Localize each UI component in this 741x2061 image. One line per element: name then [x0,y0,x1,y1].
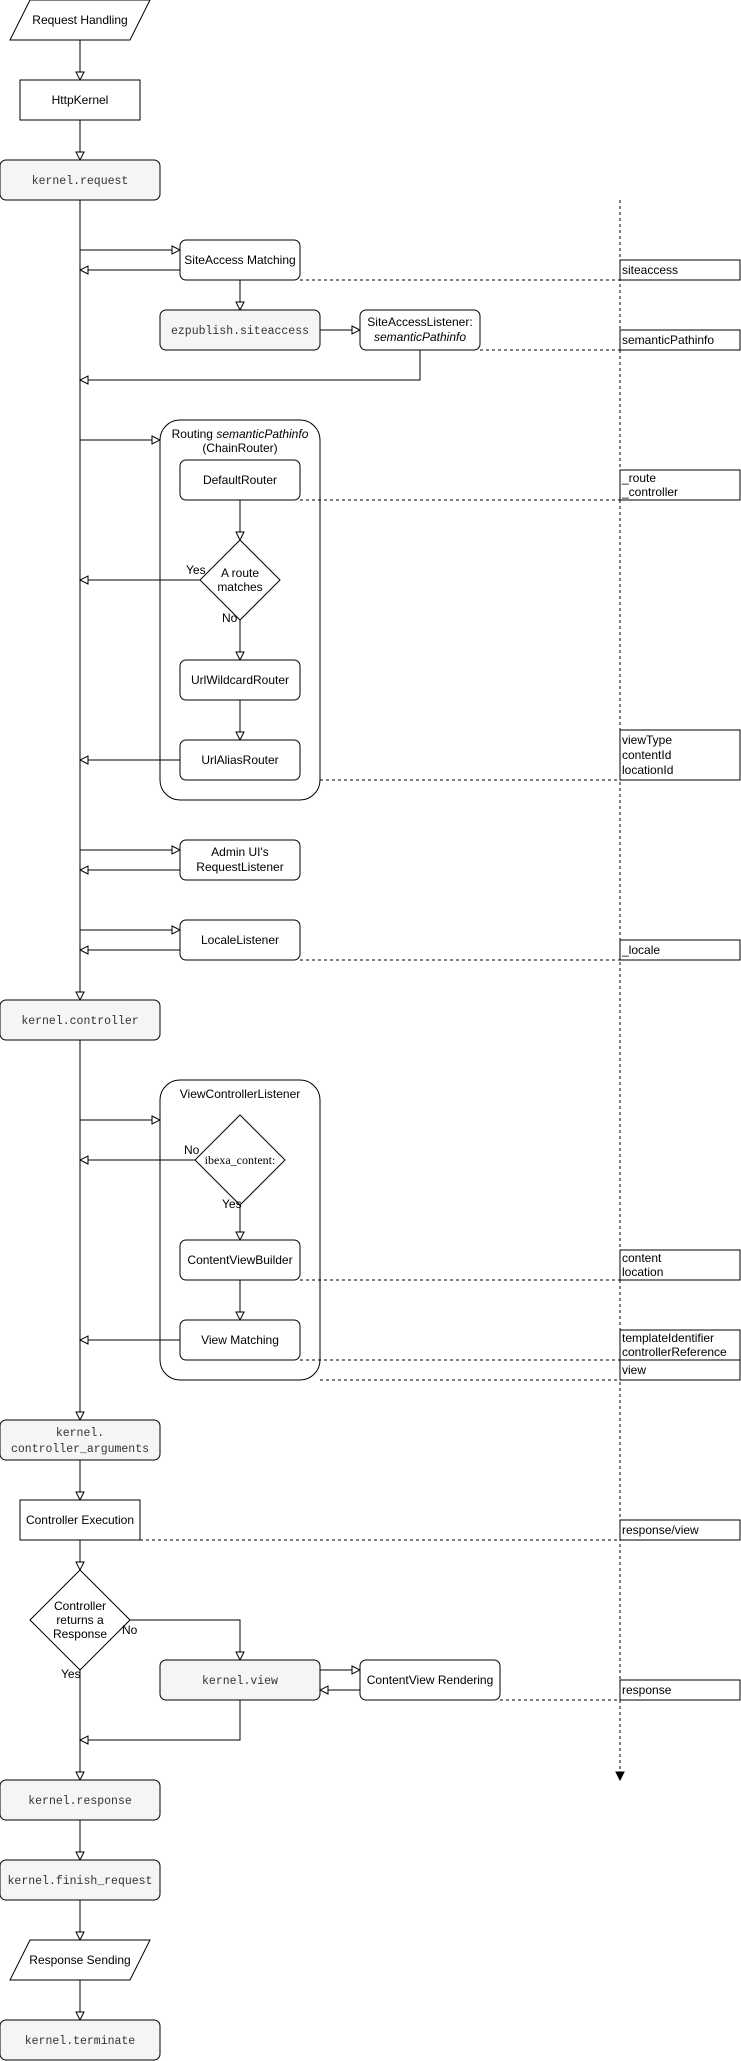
kernel-finish-request-event: kernel.finish_request [0,1859,161,1901]
svg-text:_route: _route [621,471,656,485]
url-wildcard-router-node: UrlWildcardRouter [179,659,301,701]
view-controller-listener-group [159,1079,321,1381]
ibexa-yes-label: Yes [222,1197,242,1211]
svg-text:ezpublish.siteaccess: ezpublish.siteaccess [171,325,309,338]
svg-text:Request Handling: Request Handling [32,13,127,27]
kernel-response-event: kernel.response [0,1779,161,1821]
svg-text:LocaleListener: LocaleListener [201,933,279,947]
svg-text:controllerReference: controllerReference [622,1345,727,1359]
kernel-controller-arguments-event: kernel. controller_arguments [0,1419,161,1461]
url-alias-router-node: UrlAliasRouter [179,739,301,781]
attribute-view-type-ids: viewType contentId locationId [619,729,741,781]
kernel-controller-event: kernel.controller [0,999,161,1041]
svg-text:A route: A route [221,566,259,580]
svg-text:ibexa_content:: ibexa_content: [205,1153,276,1167]
attribute-locale: _locale [619,939,741,961]
request-handling-node: Request Handling [9,0,151,41]
svg-text:templateIdentifier: templateIdentifier [622,1331,714,1345]
svg-text:kernel.finish_request: kernel.finish_request [8,1875,153,1888]
attribute-content-location: content location [619,1249,741,1281]
ezpublish-siteaccess-event: ezpublish.siteaccess [159,309,321,351]
svg-text:semanticPathinfo: semanticPathinfo [622,333,714,347]
svg-text:Admin UI's: Admin UI's [211,845,269,859]
route-matches-decision: A route matches [199,539,281,621]
svg-text:View Matching: View Matching [201,1333,279,1347]
kernel-terminate-event: kernel.terminate [0,2019,161,2061]
svg-text:kernel.view: kernel.view [202,1675,278,1688]
svg-text:siteaccess: siteaccess [622,263,678,277]
svg-text:Response: Response [53,1627,107,1641]
svg-text:SiteAccessListener:: SiteAccessListener: [367,315,472,329]
svg-text:viewType: viewType [622,733,672,747]
svg-text:_controller: _controller [621,485,678,499]
attribute-siteaccess: siteaccess [619,259,741,281]
ibexa-no-label: No [184,1143,200,1157]
attribute-response-view: response/view [619,1519,741,1541]
svg-text:matches: matches [217,580,262,594]
attribute-semantic-pathinfo: semanticPathinfo [619,329,741,351]
routing-title: Routing semanticPathinfo [172,427,309,441]
routing-subtitle: (ChainRouter) [202,441,277,455]
svg-text:locationId: locationId [622,763,673,777]
controller-returns-response-decision: Controller returns a Response [29,1569,131,1671]
controller-no-label: No [122,1623,138,1637]
content-view-rendering-node: ContentView Rendering [359,1659,501,1701]
locale-listener-node: LocaleListener [179,919,301,961]
svg-text:SiteAccess Matching: SiteAccess Matching [184,253,295,267]
svg-text:Response Sending: Response Sending [29,1953,130,1967]
svg-text:kernel.request: kernel.request [32,175,129,188]
view-matching-node: View Matching [179,1319,301,1361]
route-no-label: No [222,611,238,625]
svg-text:controller_arguments: controller_arguments [11,1443,149,1456]
attribute-view: view [619,1359,741,1381]
content-view-builder-node: ContentViewBuilder [179,1239,301,1281]
svg-text:kernel.: kernel. [56,1427,104,1440]
admin-ui-request-listener-node: Admin UI's RequestListener [179,839,301,881]
svg-text:DefaultRouter: DefaultRouter [203,473,277,487]
kernel-request-event: kernel.request [0,159,161,201]
default-router-node: DefaultRouter [179,459,301,501]
http-kernel-node: HttpKernel [19,79,141,121]
kernel-view-event: kernel.view [159,1659,321,1701]
controller-execution-node: Controller Execution [19,1499,141,1541]
svg-text:_locale: _locale [621,943,660,957]
svg-text:HttpKernel: HttpKernel [52,93,109,107]
svg-text:kernel.response: kernel.response [28,1795,132,1808]
svg-text:semanticPathinfo: semanticPathinfo [374,330,466,344]
controller-yes-label: Yes [61,1667,81,1681]
svg-text:view: view [622,1363,646,1377]
siteaccess-matching-node: SiteAccess Matching [179,239,301,281]
svg-text:kernel.controller: kernel.controller [21,1015,138,1028]
svg-text:RequestListener: RequestListener [196,860,283,874]
svg-text:ContentViewBuilder: ContentViewBuilder [187,1253,292,1267]
attribute-route-controller: _route _controller [619,469,741,501]
connectors [80,40,620,2020]
svg-text:response/view: response/view [622,1523,699,1537]
svg-text:location: location [622,1265,663,1279]
svg-text:UrlAliasRouter: UrlAliasRouter [201,753,278,767]
routing-group [159,419,321,801]
svg-text:content: content [622,1251,662,1265]
ibexa-content-decision: ibexa_content: [194,1114,286,1206]
svg-text:Controller: Controller [54,1599,106,1613]
svg-text:kernel.terminate: kernel.terminate [25,2035,136,2048]
attribute-response: response [619,1679,741,1701]
svg-text:Controller Execution: Controller Execution [26,1513,134,1527]
view-controller-listener-title: ViewControllerListener [180,1087,301,1101]
svg-text:UrlWildcardRouter: UrlWildcardRouter [191,673,289,687]
svg-text:contentId: contentId [622,748,671,762]
svg-text:response: response [622,1683,672,1697]
route-yes-label: Yes [186,563,206,577]
svg-text:ContentView Rendering: ContentView Rendering [367,1673,494,1687]
siteaccess-listener-node: SiteAccessListener: semanticPathinfo [359,309,481,351]
attribute-template-controller-reference: templateIdentifier controllerReference [619,1329,741,1361]
response-sending-node: Response Sending [9,1939,151,1981]
svg-text:returns a: returns a [56,1613,104,1627]
